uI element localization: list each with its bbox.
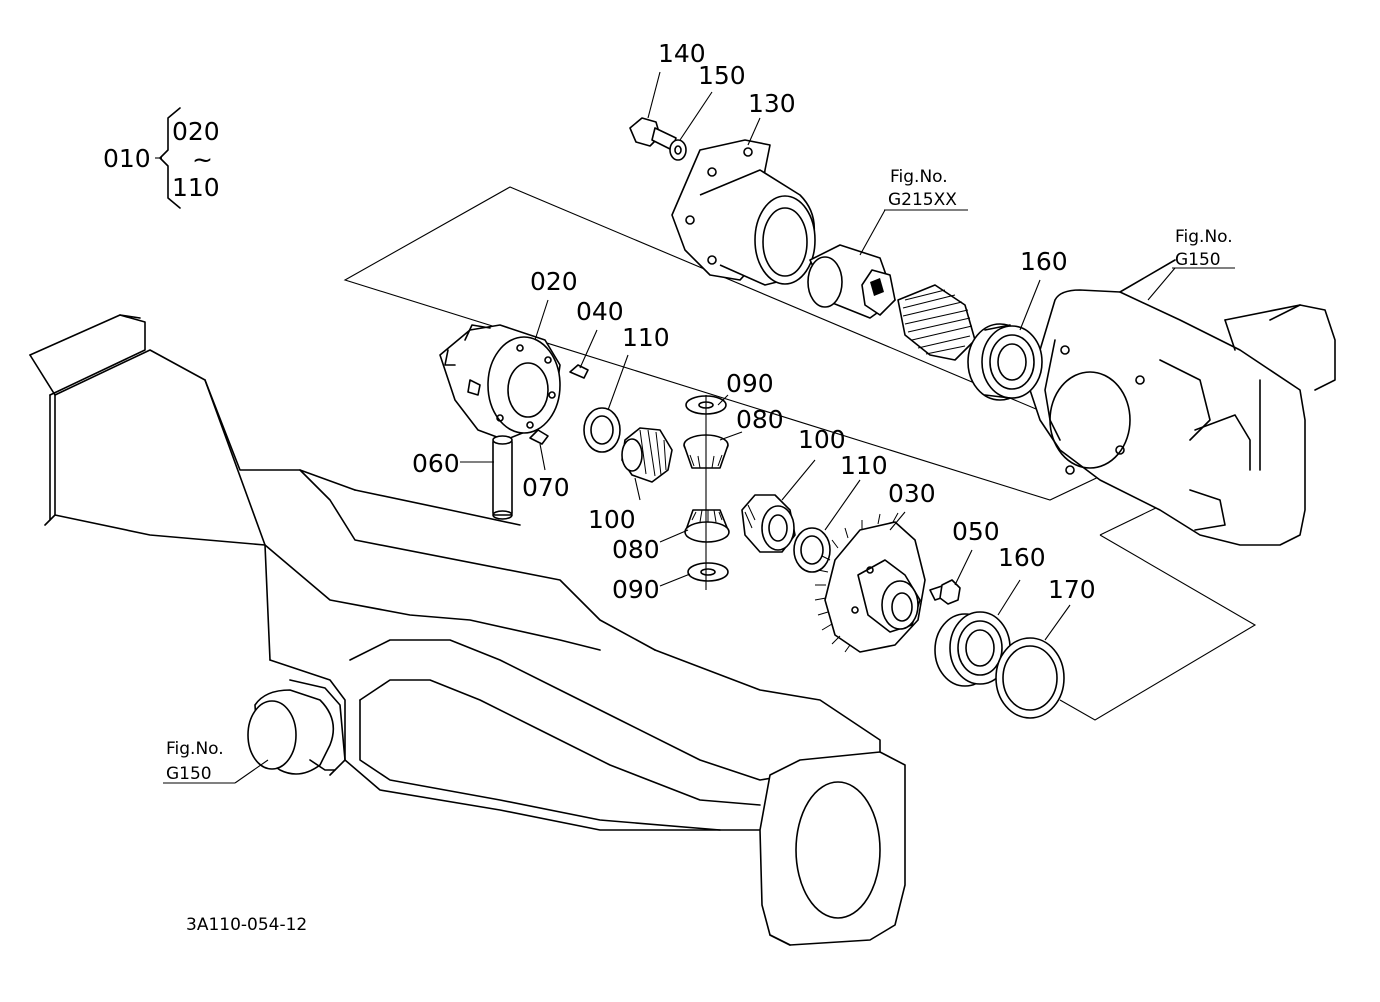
part-110-washer-a xyxy=(583,407,621,453)
callout-tilde: ~ xyxy=(192,145,213,174)
callout-080-lower: 080 xyxy=(612,535,660,564)
leader-lines xyxy=(155,71,1176,784)
axle-housing xyxy=(29,314,906,946)
drawing-code: 3A110-054-12 xyxy=(186,915,307,935)
part-030-ring-gear xyxy=(814,512,926,653)
callout-150: 150 xyxy=(698,61,746,90)
callout-080-upper: 080 xyxy=(736,405,784,434)
part-160-bearing-lower xyxy=(934,611,1011,687)
gearbox-case xyxy=(1029,259,1336,546)
fig-ref-g150-left-code: G150 xyxy=(166,764,212,784)
fig-ref-g150-right-code: G150 xyxy=(1175,250,1221,270)
assembly-bracket xyxy=(159,107,181,209)
callout-160-upper: 160 xyxy=(1020,247,1068,276)
callout-130: 130 xyxy=(748,89,796,118)
part-040-pin xyxy=(569,364,589,379)
fig-ref-g150-right-caption: Fig.No. xyxy=(1175,227,1233,247)
part-160-bearing-upper xyxy=(967,323,1043,401)
part-070-pin xyxy=(529,429,549,445)
part-170-seal xyxy=(995,637,1065,719)
part-100-side-gear-b xyxy=(741,494,796,553)
callout-030: 030 xyxy=(888,479,936,508)
part-150-washer xyxy=(669,139,687,161)
part-060-shaft xyxy=(492,435,513,520)
fig-ref-g215xx-caption: Fig.No. xyxy=(890,167,948,187)
part-140-bolt xyxy=(629,117,677,151)
callout-060: 060 xyxy=(412,449,460,478)
callout-050: 050 xyxy=(952,517,1000,546)
part-080-pinion-b xyxy=(684,509,730,543)
callout-100-right: 100 xyxy=(798,425,846,454)
callout-140: 140 xyxy=(658,39,706,68)
fig-ref-g215xx-code: G215XX xyxy=(888,190,957,210)
callout-090-upper: 090 xyxy=(726,369,774,398)
fig-ref-underlines xyxy=(163,209,1235,784)
callout-100-left: 100 xyxy=(588,505,636,534)
callout-110-lower: 110 xyxy=(840,451,888,480)
part-020-diff-case xyxy=(439,324,561,441)
callout-170: 170 xyxy=(1048,575,1096,604)
callout-040: 040 xyxy=(576,297,624,326)
clutch-sleeve-assembly xyxy=(807,244,976,361)
part-100-side-gear-a xyxy=(621,427,673,483)
callout-070: 070 xyxy=(522,473,570,502)
fig-ref-g150-left-caption: Fig.No. xyxy=(166,739,224,759)
callout-010: 010 xyxy=(103,144,151,173)
callout-090-lower: 090 xyxy=(612,575,660,604)
part-110-washer-b xyxy=(793,527,831,573)
callout-110-range-end: 110 xyxy=(172,173,220,202)
callout-160-lower: 160 xyxy=(998,543,1046,572)
callout-020-range-start: 020 xyxy=(172,117,220,146)
callout-110-upper: 110 xyxy=(622,323,670,352)
callout-020: 020 xyxy=(530,267,578,296)
part-050-bolt xyxy=(929,579,961,605)
part-130-housing xyxy=(671,139,816,286)
part-090-washer-b xyxy=(687,562,729,582)
